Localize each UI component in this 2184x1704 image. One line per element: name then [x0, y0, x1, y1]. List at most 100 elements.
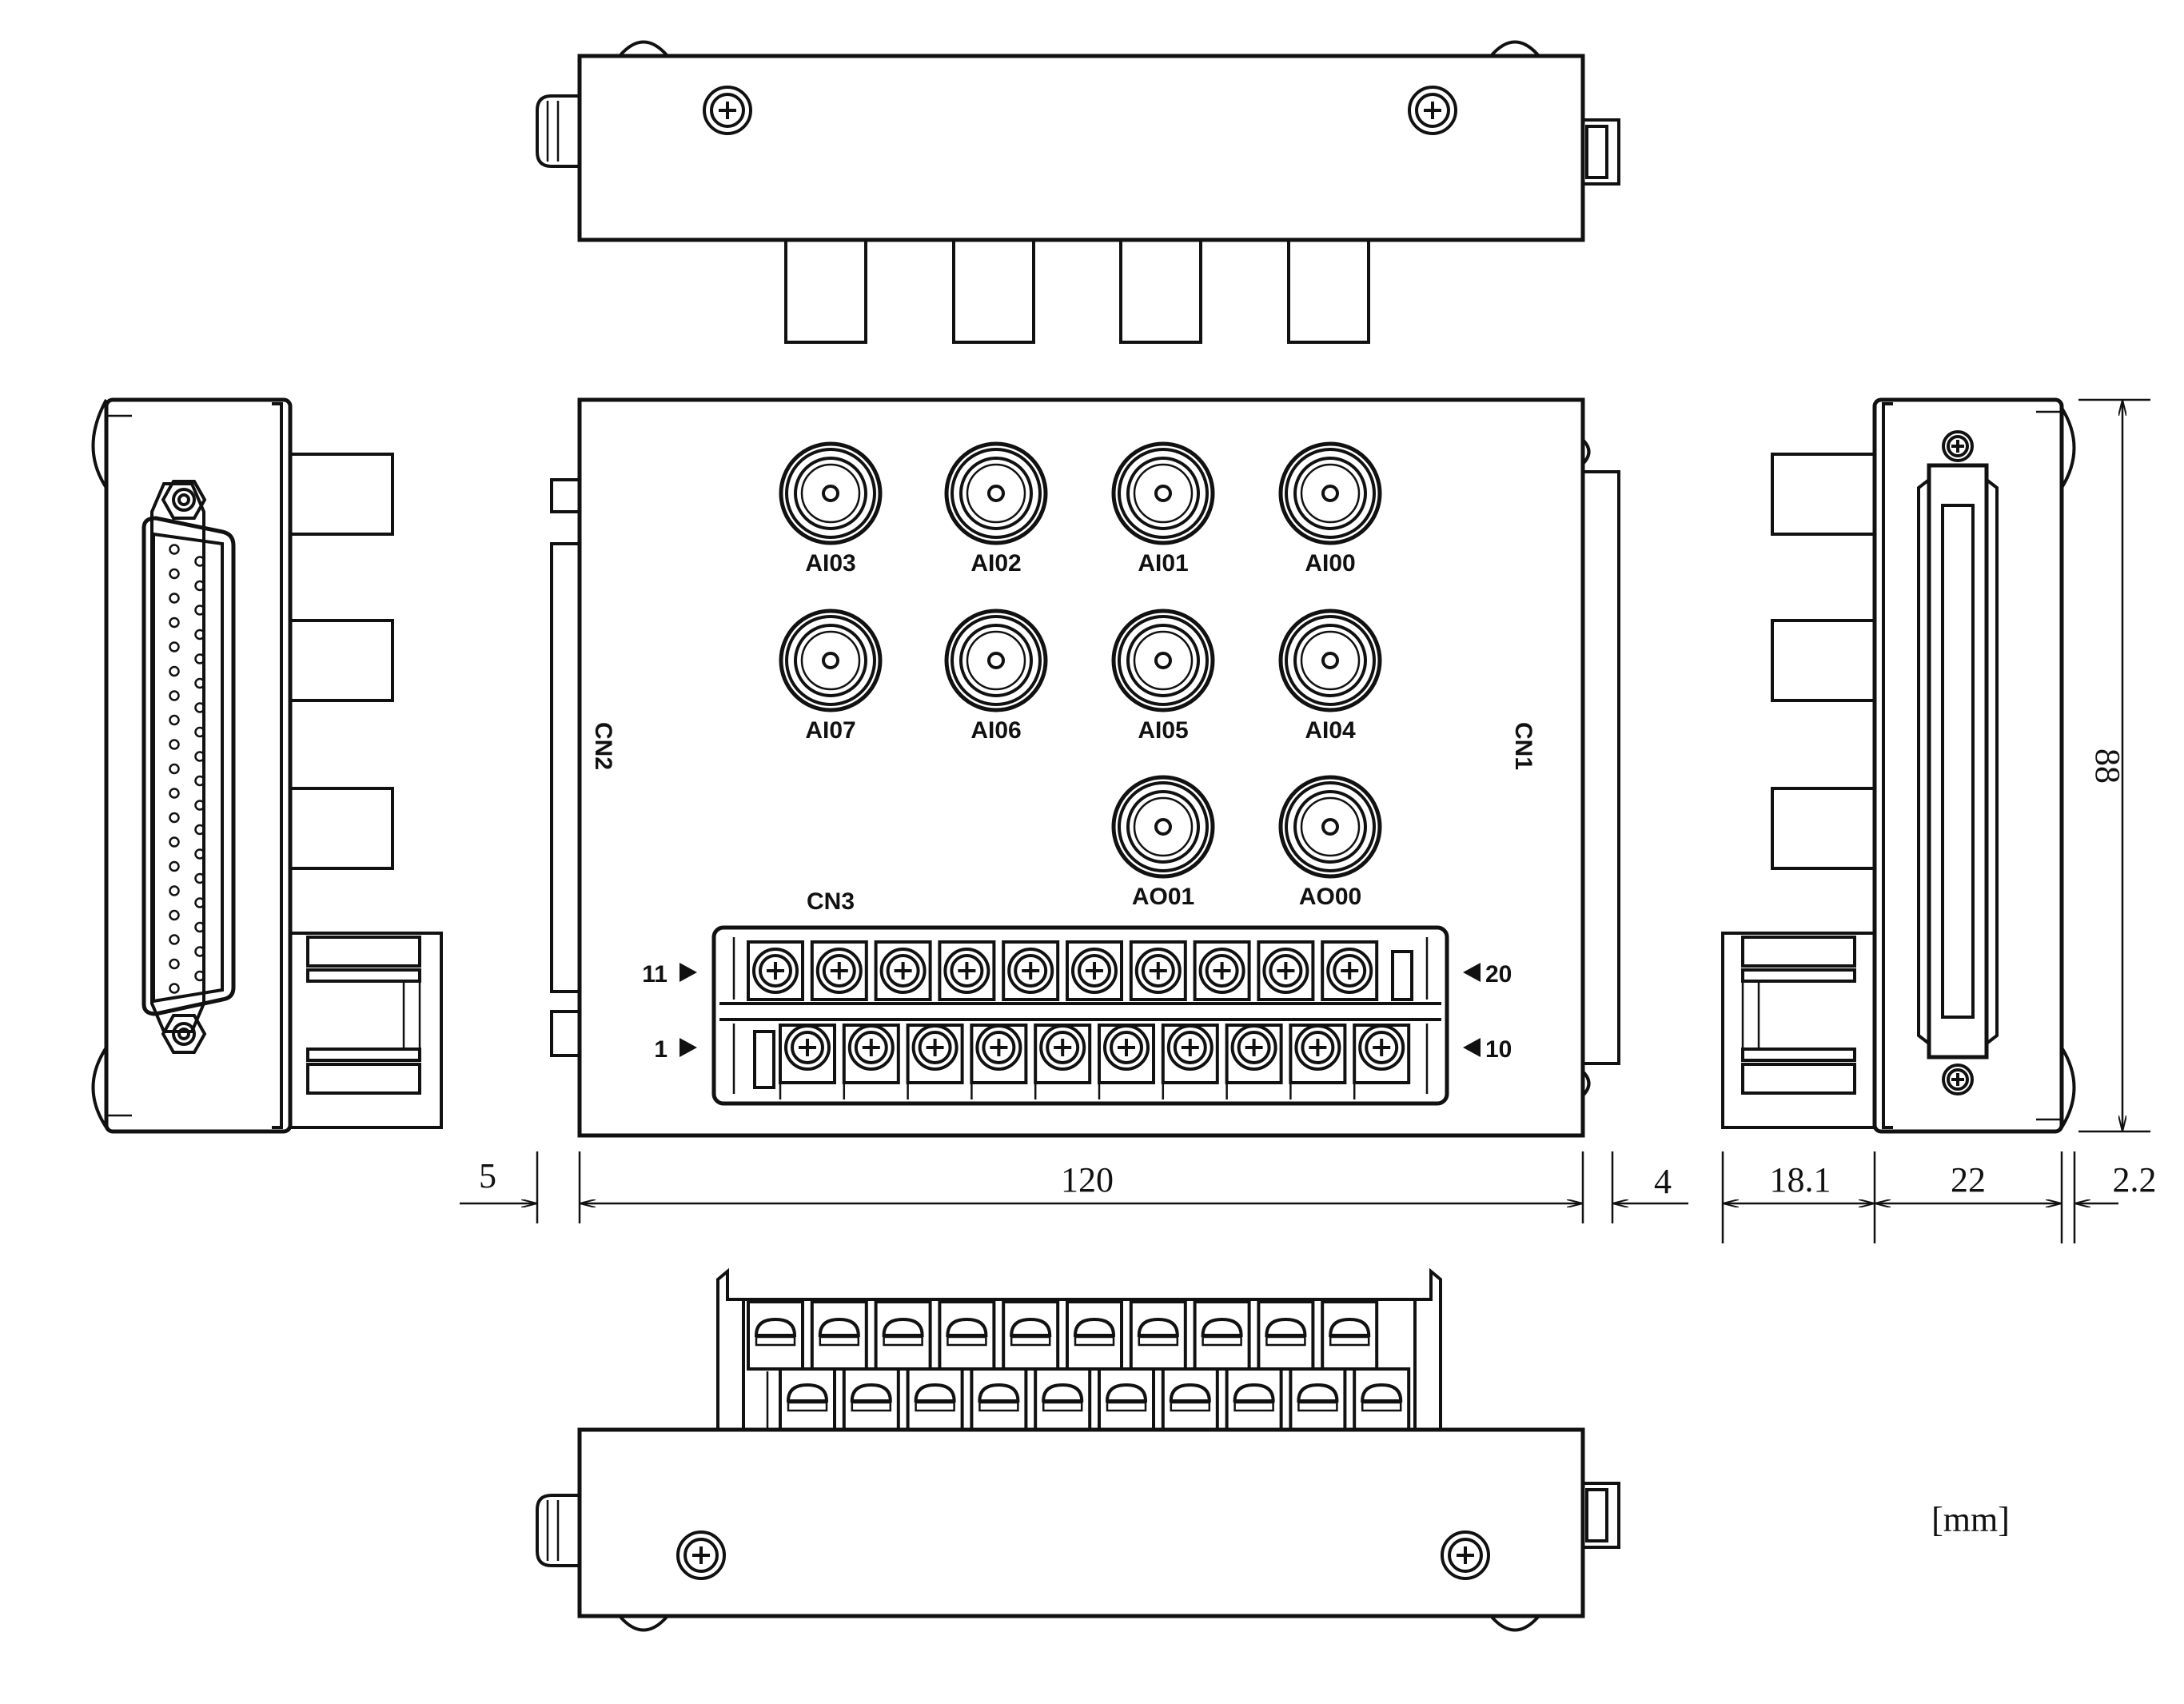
terminal-screw-icon	[815, 948, 863, 994]
bnc-label-ai02: AI02	[970, 550, 1021, 577]
dim-right-offset: 4	[1654, 1162, 1672, 1201]
terminal-cell	[1129, 940, 1187, 1001]
bnc-jack	[1278, 609, 1382, 712]
terminal-cap	[842, 1367, 900, 1431]
terminal-block	[711, 925, 1449, 1106]
cn2-label: CN2	[590, 722, 616, 770]
pin-icon	[194, 946, 205, 957]
terminal-cap	[1129, 1300, 1187, 1371]
pin-icon	[169, 860, 180, 872]
terminal-cap	[1066, 1300, 1123, 1371]
dim-depth-c: 2.2	[2113, 1160, 2157, 1199]
bnc-label-ai01: AI01	[1138, 550, 1188, 577]
terminal-screw-icon	[1326, 948, 1373, 994]
bnc-label-ai00: AI00	[1305, 550, 1355, 577]
terminal-screw-icon	[943, 948, 990, 994]
terminal-cap	[1353, 1367, 1411, 1431]
bnc-label-ai04: AI04	[1305, 717, 1356, 744]
terminal-cell	[1321, 940, 1379, 1001]
left-view	[91, 397, 443, 1134]
dim-width: 120	[1061, 1160, 1114, 1199]
pin-icon	[194, 800, 205, 811]
screw-icon	[1942, 1064, 1974, 1095]
terminal-cell	[874, 940, 932, 1001]
terminal-cap	[1034, 1367, 1092, 1431]
pin-icon	[194, 605, 205, 616]
pin-icon	[169, 788, 180, 799]
terminal-screw-icon	[1007, 948, 1054, 994]
terminal-cell	[810, 940, 868, 1001]
terminal-screw-icon	[784, 1024, 831, 1071]
pin-icon	[169, 885, 180, 896]
terminal-screw-icon	[1134, 948, 1182, 994]
bnc-jack	[1278, 441, 1382, 545]
screw-icon	[1441, 1530, 1490, 1580]
terminal-screw-icon	[1262, 948, 1309, 994]
terminal-cap	[1289, 1367, 1347, 1431]
pin-icon	[194, 580, 205, 592]
terminal-marker-11: 11	[642, 961, 668, 988]
terminal-cell	[1066, 940, 1123, 1001]
terminal-cap	[874, 1300, 932, 1371]
terminal-cell	[1002, 940, 1060, 1001]
dimensions: 5 120 4 18.1 22 2.2 88 [mm]	[460, 398, 2157, 1539]
triangle-left-icon	[1463, 963, 1481, 982]
terminal-screw-icon	[847, 1024, 895, 1071]
terminal-screw-icon	[975, 1024, 1022, 1071]
pin-icon	[194, 848, 205, 860]
pin-icon	[169, 593, 180, 604]
pin-icon	[169, 714, 180, 726]
pin-icon	[194, 751, 205, 762]
terminal-cap	[1161, 1367, 1219, 1431]
pin-icon	[194, 897, 205, 908]
hex-nut-icon	[161, 1014, 207, 1054]
bnc-jack	[1111, 775, 1215, 879]
pin-icon	[169, 836, 180, 848]
terminal-cap	[779, 1367, 836, 1431]
pin-icon	[194, 775, 205, 787]
bnc-label-ai05: AI05	[1138, 717, 1188, 744]
pin-icon	[169, 544, 180, 555]
bnc-jack	[1278, 775, 1382, 879]
dim-height: 88	[2088, 748, 2127, 784]
pin-icon	[169, 641, 180, 652]
terminal-screw-icon	[1358, 1024, 1405, 1071]
terminal-marker-1: 1	[654, 1036, 668, 1063]
terminal-screw-icon	[1103, 1024, 1150, 1071]
pin-icon	[169, 690, 180, 701]
pin-icon	[194, 824, 205, 836]
pin-icon	[169, 617, 180, 629]
terminal-screw-icon	[1039, 1024, 1086, 1071]
pin-icon	[194, 970, 205, 982]
terminal-marker-10: 10	[1485, 1036, 1512, 1063]
terminal-screw-icon	[1071, 948, 1118, 994]
screw-icon	[703, 86, 752, 135]
pin-icon	[169, 568, 180, 580]
bnc-jack	[944, 609, 1048, 712]
terminal-screw-icon	[1230, 1024, 1277, 1071]
cn3-label: CN3	[807, 888, 855, 915]
bnc-label-ai03: AI03	[805, 550, 855, 577]
triangle-right-icon	[680, 1038, 697, 1057]
pin-icon	[194, 629, 205, 640]
pin-icon	[194, 872, 205, 884]
bnc-jack	[1111, 441, 1215, 545]
screw-icon	[1408, 86, 1457, 135]
terminal-cap	[1098, 1367, 1155, 1431]
terminal-screw-icon	[1166, 1024, 1214, 1071]
pin-icon	[169, 934, 180, 945]
terminal-cap	[906, 1367, 964, 1431]
terminal-cell	[1193, 940, 1251, 1001]
bnc-label-ao00: AO00	[1299, 884, 1361, 910]
terminal-cap	[1002, 1300, 1060, 1371]
terminal-marker-20: 20	[1485, 961, 1512, 988]
terminal-cap	[810, 1300, 868, 1371]
dim-left-offset: 5	[479, 1156, 496, 1195]
pin-icon	[194, 653, 205, 664]
pin-icon	[194, 702, 205, 713]
triangle-left-icon	[1463, 1038, 1481, 1057]
terminal-screw-icon	[879, 948, 927, 994]
terminal-screw-icon	[752, 948, 799, 994]
